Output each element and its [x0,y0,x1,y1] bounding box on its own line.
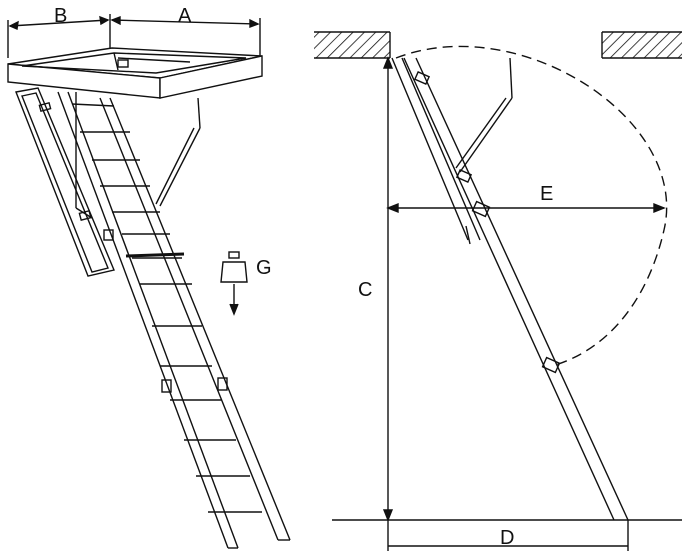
ladder-stiles [57,91,291,549]
arrow-down-icon [229,284,239,316]
swing-arc [395,45,668,367]
dimension-a [110,15,261,58]
label-g: G [256,257,272,279]
load-indicator [220,251,248,316]
perspective-view [7,14,291,549]
dimension-c [382,56,394,522]
ceiling [314,31,682,59]
label-b: B [54,5,67,27]
label-a: A [178,5,192,27]
ladder-arms [75,92,201,219]
hatch-door [15,87,115,277]
hatch-frame [7,47,263,99]
side-ladder [391,57,629,521]
dimension-e [386,202,666,214]
dimension-b [7,14,111,58]
ladder-hinge [103,229,228,393]
label-e: E [540,183,553,205]
label-d: D [500,527,514,549]
ladder-rungs [71,103,262,513]
label-c: C [358,279,372,301]
side-view [314,31,682,551]
weight-icon [220,251,248,283]
dimension-d [387,520,629,551]
